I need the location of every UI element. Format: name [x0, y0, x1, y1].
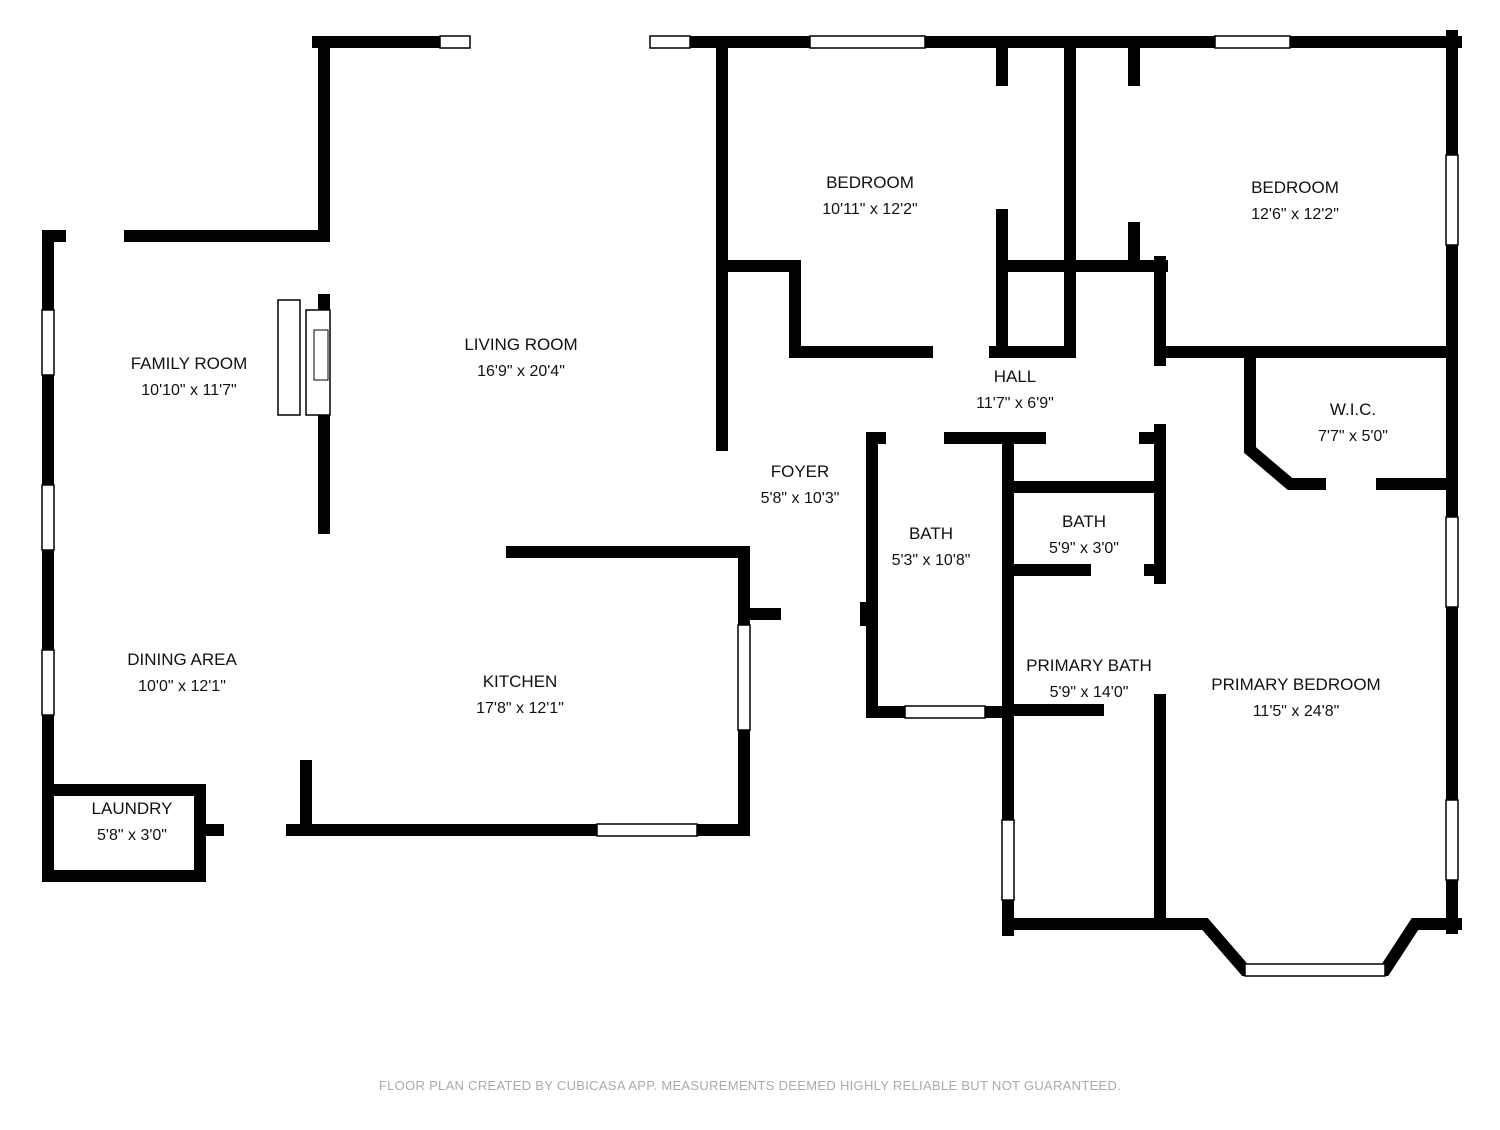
room-size: 17'8" x 12'1" [476, 700, 564, 717]
room-label: FOYER 5'8" x 10'3" [761, 462, 840, 507]
wall [866, 432, 1014, 718]
room-size: 11'5" x 24'8" [1253, 703, 1340, 720]
wall [1002, 918, 1462, 976]
room-name: BATH [1062, 512, 1106, 531]
room-name: PRIMARY BEDROOM [1211, 675, 1380, 694]
room-label: W.I.C. 7'7" x 5'0" [1318, 400, 1388, 445]
window [1244, 963, 1386, 977]
window [1214, 35, 1291, 49]
room-name: HALL [994, 367, 1037, 386]
room-label: PRIMARY BEDROOM 11'5" x 24'8" [1211, 675, 1380, 720]
room-name: FOYER [771, 462, 830, 481]
room-size: 11'7" x 6'9" [976, 395, 1054, 412]
window [596, 823, 698, 837]
room-size: 5'8" x 3'0" [97, 827, 167, 844]
room-label: PRIMARY BATH 5'9" x 14'0" [1026, 656, 1152, 701]
room-size: 10'10" x 11'7" [141, 382, 236, 399]
disclaimer-footer: FLOOR PLAN CREATED BY CUBICASA APP. MEAS… [379, 1078, 1121, 1093]
room-name: FAMILY ROOM [131, 354, 248, 373]
window [41, 484, 55, 551]
room-size: 16'9" x 20'4" [477, 363, 565, 380]
wall [1244, 346, 1326, 490]
window [1445, 516, 1459, 608]
room-name: W.I.C. [1330, 400, 1376, 419]
room-label: KITCHEN 17'8" x 12'1" [476, 672, 564, 717]
room-label: FAMILY ROOM 10'10" x 11'7" [131, 354, 248, 399]
room-label: LAUNDRY 5'8" x 3'0" [92, 799, 173, 844]
room-size: 5'9" x 14'0" [1050, 684, 1129, 701]
room-size: 10'0" x 12'1" [138, 678, 226, 695]
room-size: 10'11" x 12'2" [822, 201, 917, 218]
window [737, 624, 751, 731]
room-name: BEDROOM [826, 173, 914, 192]
room-name: DINING AREA [127, 650, 237, 669]
windows [41, 35, 1459, 977]
window [439, 35, 471, 49]
window [1001, 819, 1015, 901]
window [1445, 154, 1459, 246]
room-label: LIVING ROOM 16'9" x 20'4" [464, 335, 577, 380]
room-name: PRIMARY BATH [1026, 656, 1152, 675]
room-label: BEDROOM 12'6" x 12'2" [1251, 178, 1339, 223]
room-labels: LIVING ROOM 16'9" x 20'4" BEDROOM 10'11" x … [92, 173, 1388, 844]
room-size: 12'6" x 12'2" [1251, 206, 1339, 223]
room-size: 7'7" x 5'0" [1318, 428, 1388, 445]
room-size: 5'9" x 3'0" [1049, 540, 1119, 557]
room-label: BATH 5'3" x 10'8" [892, 524, 971, 569]
room-name: LAUNDRY [92, 799, 173, 818]
room-name: BEDROOM [1251, 178, 1339, 197]
walls [42, 30, 1462, 976]
wall [286, 546, 750, 836]
window [41, 649, 55, 716]
window [1445, 799, 1459, 881]
window [904, 705, 986, 719]
room-size: 5'8" x 10'3" [761, 490, 840, 507]
room-name: KITCHEN [483, 672, 558, 691]
room-label: HALL 11'7" x 6'9" [976, 367, 1054, 412]
wall [42, 230, 206, 882]
room-size: 5'3" x 10'8" [892, 552, 971, 569]
window [649, 35, 691, 49]
room-name: LIVING ROOM [464, 335, 577, 354]
room-name: BATH [909, 524, 953, 543]
wall [716, 260, 933, 358]
room-label: BATH 5'9" x 3'0" [1049, 512, 1119, 557]
window [41, 309, 55, 376]
fireplace [277, 299, 331, 416]
room-label: DINING AREA 10'0" x 12'1" [127, 650, 237, 695]
window [809, 35, 926, 49]
room-label: BEDROOM 10'11" x 12'2" [822, 173, 917, 218]
